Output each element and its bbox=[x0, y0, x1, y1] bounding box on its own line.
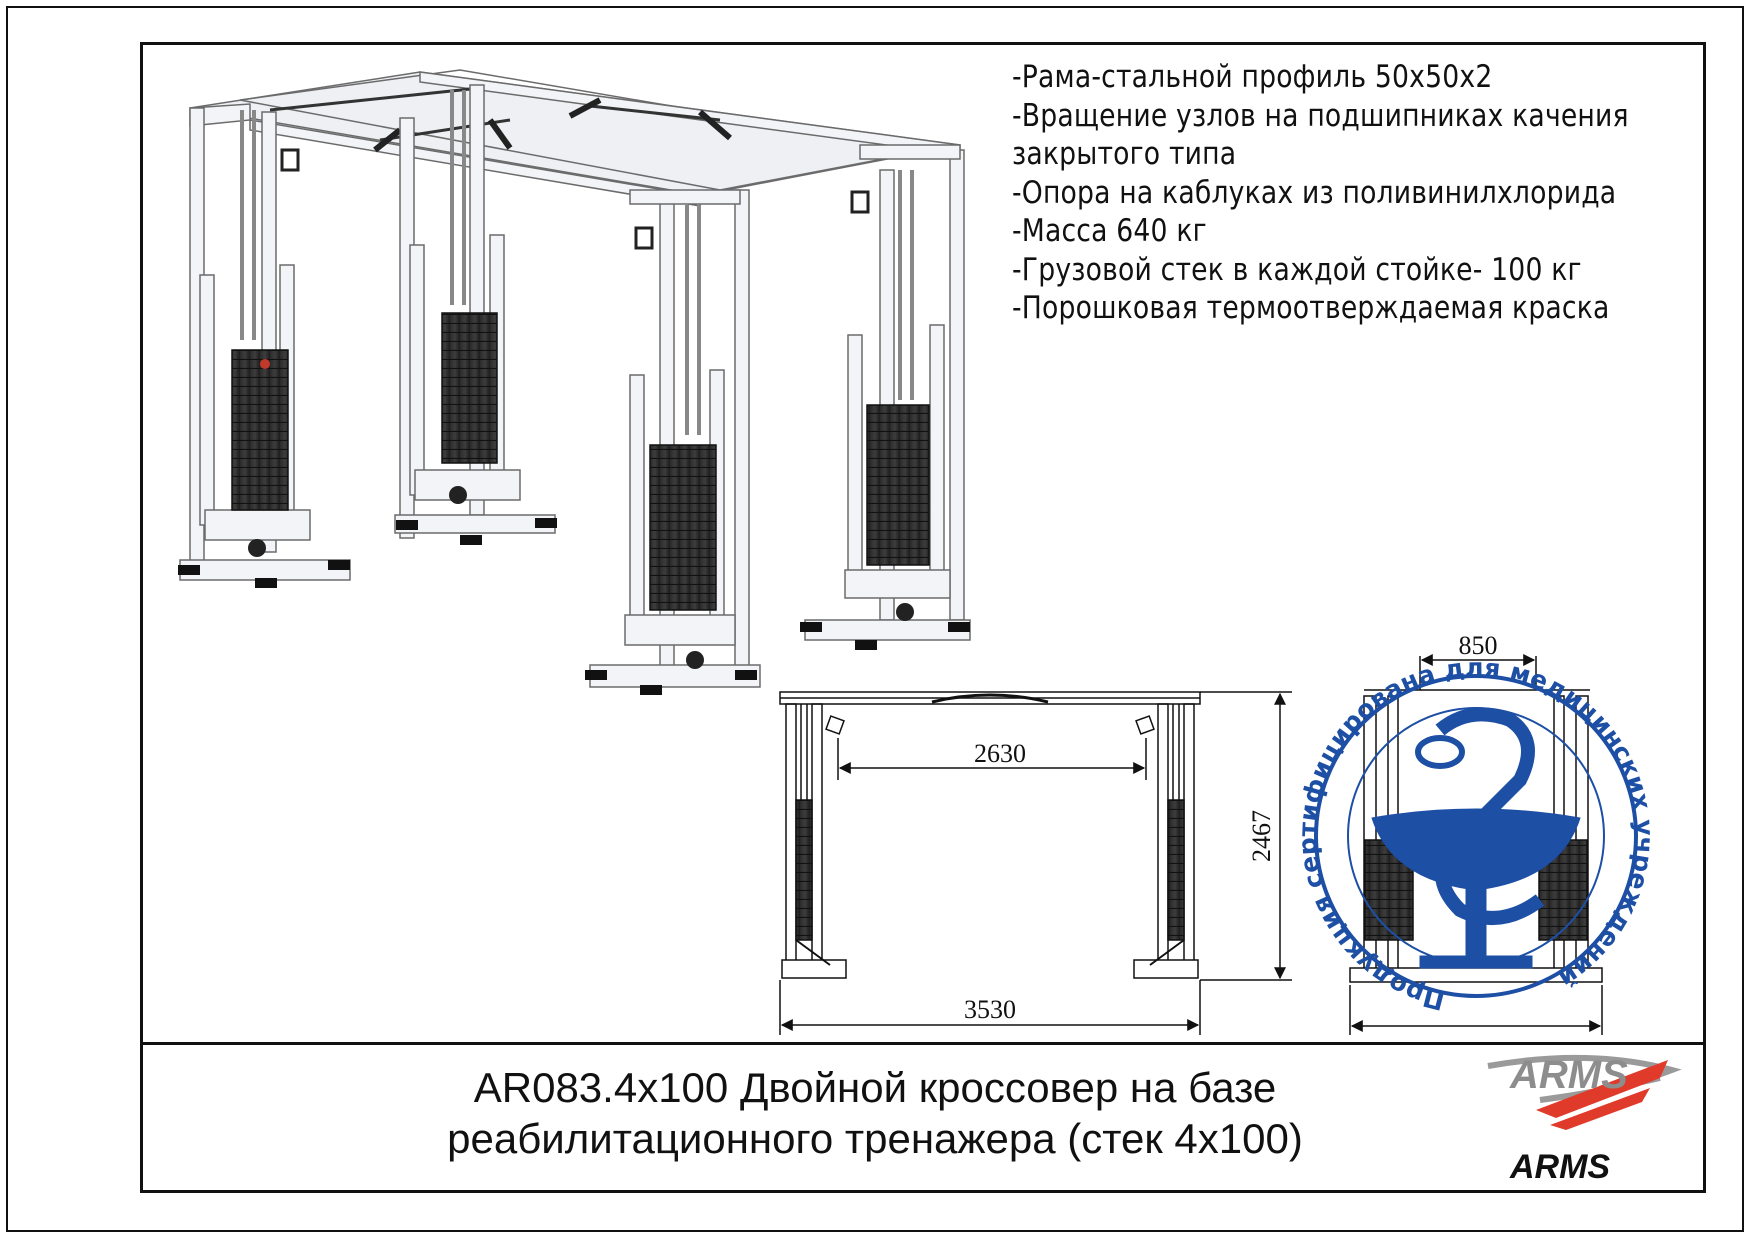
arms-logo-icon: ARMS bbox=[1487, 1053, 1682, 1130]
front-view-drawing bbox=[779, 691, 1292, 1035]
spec-bearings-cont: закрытого типа bbox=[1012, 136, 1237, 172]
dim-height: 2467 bbox=[1247, 810, 1276, 862]
specifications-list: -Рама-стальной профиль 50х50х2 -Вращение… bbox=[1012, 58, 1629, 328]
product-title-line1: AR083.4х100 Двойной кроссовер на базе bbox=[473, 1064, 1277, 1111]
spec-frame: -Рама-стальной профиль 50х50х2 bbox=[1012, 59, 1493, 95]
spec-paint: -Порошковая термоотверждаемая краска bbox=[1012, 290, 1610, 326]
logo-wordmark: ARMS bbox=[1509, 1053, 1628, 1097]
dim-inner-width: 2630 bbox=[974, 739, 1026, 768]
machine-3d-render bbox=[178, 69, 971, 695]
brand-wordmark: ARMS bbox=[1509, 1148, 1610, 1186]
title-block-divider bbox=[140, 1042, 1706, 1045]
dim-depth: 850 bbox=[1459, 631, 1498, 660]
spec-weight-stack: -Грузовой стек в каждой стойке- 100 кг bbox=[1012, 251, 1582, 288]
product-title: AR083.4х100 Двойной кроссовер на базе ре… bbox=[300, 1062, 1450, 1164]
product-title-line2: реабилитационного тренажера (стек 4х100) bbox=[447, 1115, 1303, 1162]
spec-bearings: -Вращение узлов на подшипниках качения bbox=[1012, 97, 1629, 134]
dim-overall-width: 3530 bbox=[964, 995, 1016, 1024]
hygieia-bowl-icon bbox=[1371, 707, 1581, 969]
drawing-frame bbox=[140, 42, 1706, 1193]
spec-mass: -Масса 640 кг bbox=[1012, 213, 1207, 249]
sheet-border bbox=[6, 6, 1744, 1232]
certification-stamp: Продукция сертифицирована для медицински… bbox=[1293, 653, 1659, 1016]
spec-feet: -Опора на каблуках из поливинилхлорида bbox=[1012, 174, 1617, 211]
